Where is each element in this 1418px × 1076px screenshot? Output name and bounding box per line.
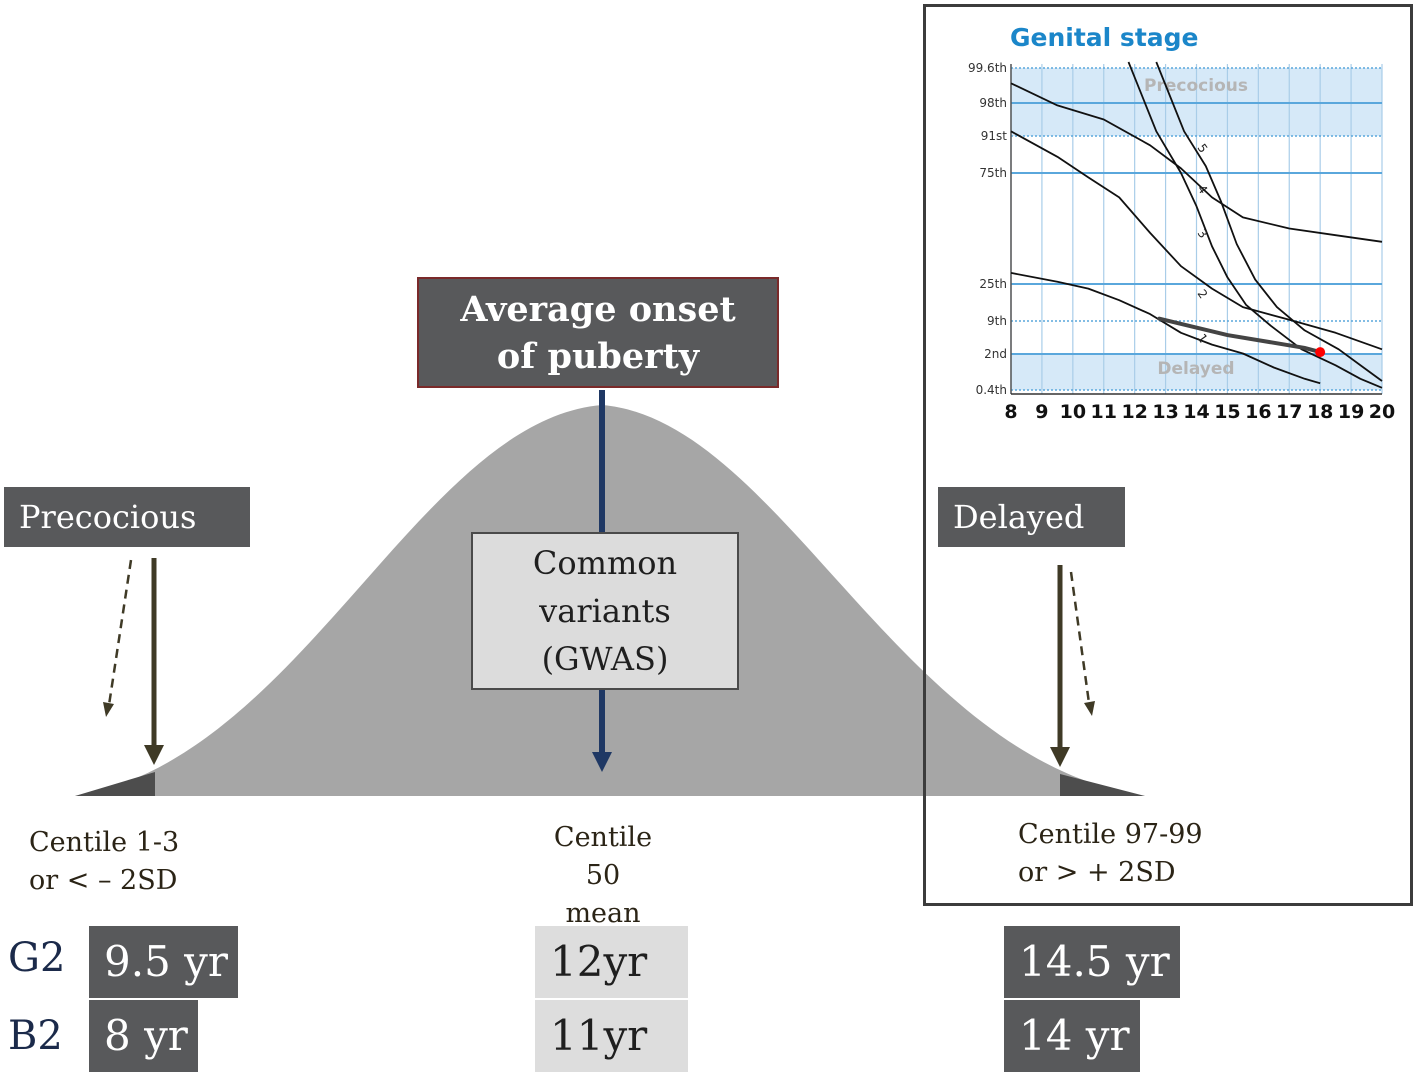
- g2-low-age: 9.5 yr: [89, 926, 238, 998]
- centile-right-line2: or > + 2SD: [1018, 857, 1176, 888]
- delayed-arrow-head: [1050, 747, 1070, 767]
- x-tick-label-13: 13: [1152, 401, 1178, 423]
- x-tick-label-20: 20: [1369, 401, 1395, 423]
- precocious-box: Precocious: [4, 487, 250, 547]
- right-tail: [1060, 774, 1145, 796]
- x-tick-label-10: 10: [1060, 401, 1086, 423]
- b2-low-age: 8 yr: [89, 1000, 198, 1072]
- precocious-arrow-head: [144, 745, 164, 765]
- x-tick-label-18: 18: [1307, 401, 1333, 423]
- title-text: Average onset of puberty: [460, 288, 736, 377]
- centile-curve-2: [1010, 130, 1383, 351]
- delayed-box: Delayed: [938, 487, 1125, 547]
- precocious-dashed-arrow: [107, 559, 133, 706]
- row-label-b2: B2: [8, 1013, 63, 1059]
- centile-curve-4: [1127, 61, 1383, 389]
- delayed-dashed-arrow-head: [1084, 701, 1095, 716]
- centile-right: Centile 97-99 or > + 2SD: [1018, 816, 1203, 892]
- patient-point: [1315, 347, 1326, 358]
- y-tick-label-3: 75th: [979, 166, 1007, 180]
- x-tick-label-17: 17: [1276, 401, 1302, 423]
- left-tail: [75, 772, 155, 796]
- centile-curve-1: [1010, 82, 1383, 243]
- y-tick-label-4: 25th: [979, 277, 1007, 291]
- g2-mean-age: 12yr: [535, 926, 688, 998]
- x-tick-label-12: 12: [1121, 401, 1147, 423]
- precocious-label: Precocious: [19, 498, 197, 536]
- centile-left: Centile 1-3 or < – 2SD: [29, 824, 179, 900]
- patient-trajectory: [1157, 316, 1323, 355]
- centile-center-line1: Centile 50: [553, 822, 653, 891]
- y-tick-label-5: 9th: [987, 314, 1007, 328]
- row-label-g2: G2: [8, 935, 66, 981]
- x-tick-label-8: 8: [1004, 401, 1017, 423]
- y-tick-label-1: 98th: [979, 96, 1007, 110]
- y-tick-label-2: 91st: [981, 129, 1008, 143]
- g2-high-age: 14.5 yr: [1004, 926, 1180, 998]
- x-tick-label-16: 16: [1245, 401, 1271, 423]
- precocious-dashed-arrow-head: [103, 702, 114, 717]
- b2-high-age: 14 yr: [1004, 1000, 1140, 1072]
- annotation-precocious: Precocious: [1144, 76, 1248, 96]
- centile-right-line1: Centile 97-99: [1018, 819, 1203, 850]
- delayed-dashed-arrow: [1069, 571, 1091, 704]
- x-tick-label-9: 9: [1035, 401, 1048, 423]
- centile-curve-5: [1155, 61, 1383, 382]
- y-tick-label-6: 2nd: [984, 347, 1007, 361]
- centile-center-line2: mean: [565, 898, 641, 929]
- common-variants-box: Common variants (GWAS): [471, 532, 739, 690]
- mean-arrow-head: [592, 752, 612, 772]
- y-tick-label-7: 0.4th: [976, 383, 1007, 397]
- b2-mean-age: 11yr: [535, 1000, 688, 1072]
- chart-title: Genital stage: [1010, 23, 1199, 52]
- common-variants-text: Common variants (GWAS): [532, 544, 678, 678]
- x-tick-label-14: 14: [1183, 401, 1209, 423]
- x-tick-label-11: 11: [1091, 401, 1117, 423]
- genital-stage-inset: [923, 4, 1413, 906]
- title-box: Average onset of puberty: [417, 277, 779, 388]
- x-tick-label-15: 15: [1214, 401, 1240, 423]
- delayed-label: Delayed: [953, 498, 1085, 536]
- x-tick-label-19: 19: [1338, 401, 1364, 423]
- y-tick-label-0: 99.6th: [968, 61, 1007, 75]
- annotation-delayed: Delayed: [1157, 359, 1234, 379]
- centile-left-line1: Centile 1-3: [29, 827, 180, 858]
- centile-curve-3: [1010, 272, 1321, 385]
- centile-center: Centile 50 mean: [533, 819, 673, 933]
- centile-left-line2: or < – 2SD: [29, 865, 178, 896]
